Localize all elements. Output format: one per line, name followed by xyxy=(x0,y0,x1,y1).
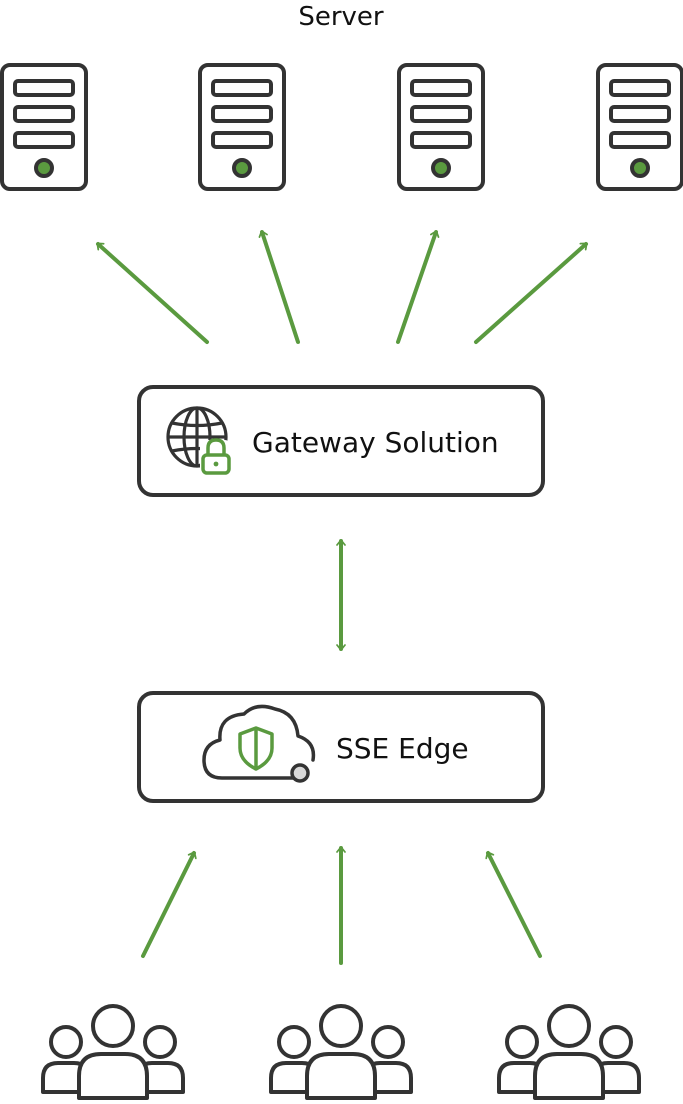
server-icon xyxy=(0,63,88,191)
users-group-icon xyxy=(269,1004,413,1100)
arrow-to-server-3 xyxy=(396,230,440,344)
arrow-to-server-1 xyxy=(96,242,209,344)
arrow-from-users-1 xyxy=(141,851,197,958)
server-icon xyxy=(596,63,683,191)
gateway-to-server-arrows xyxy=(96,230,588,344)
user-to-edge-arrows xyxy=(141,846,542,965)
arrow-to-server-2 xyxy=(258,230,300,344)
server-icon xyxy=(397,63,485,191)
cloud-shield-icon xyxy=(202,704,316,783)
globe-lock-icon xyxy=(166,406,231,475)
arrow-to-server-4 xyxy=(474,242,588,344)
server-icon xyxy=(198,63,286,191)
sse-edge-box: SSE Edge xyxy=(137,691,545,803)
gateway-solution-label: Gateway Solution xyxy=(252,426,499,459)
users-group-icon xyxy=(497,1004,641,1100)
sse-edge-label: SSE Edge xyxy=(336,732,469,765)
server-title: Server xyxy=(298,2,384,32)
gateway-solution-box: Gateway Solution xyxy=(137,385,545,497)
users-group-icon xyxy=(41,1004,185,1100)
arrow-from-users-3 xyxy=(485,851,542,958)
